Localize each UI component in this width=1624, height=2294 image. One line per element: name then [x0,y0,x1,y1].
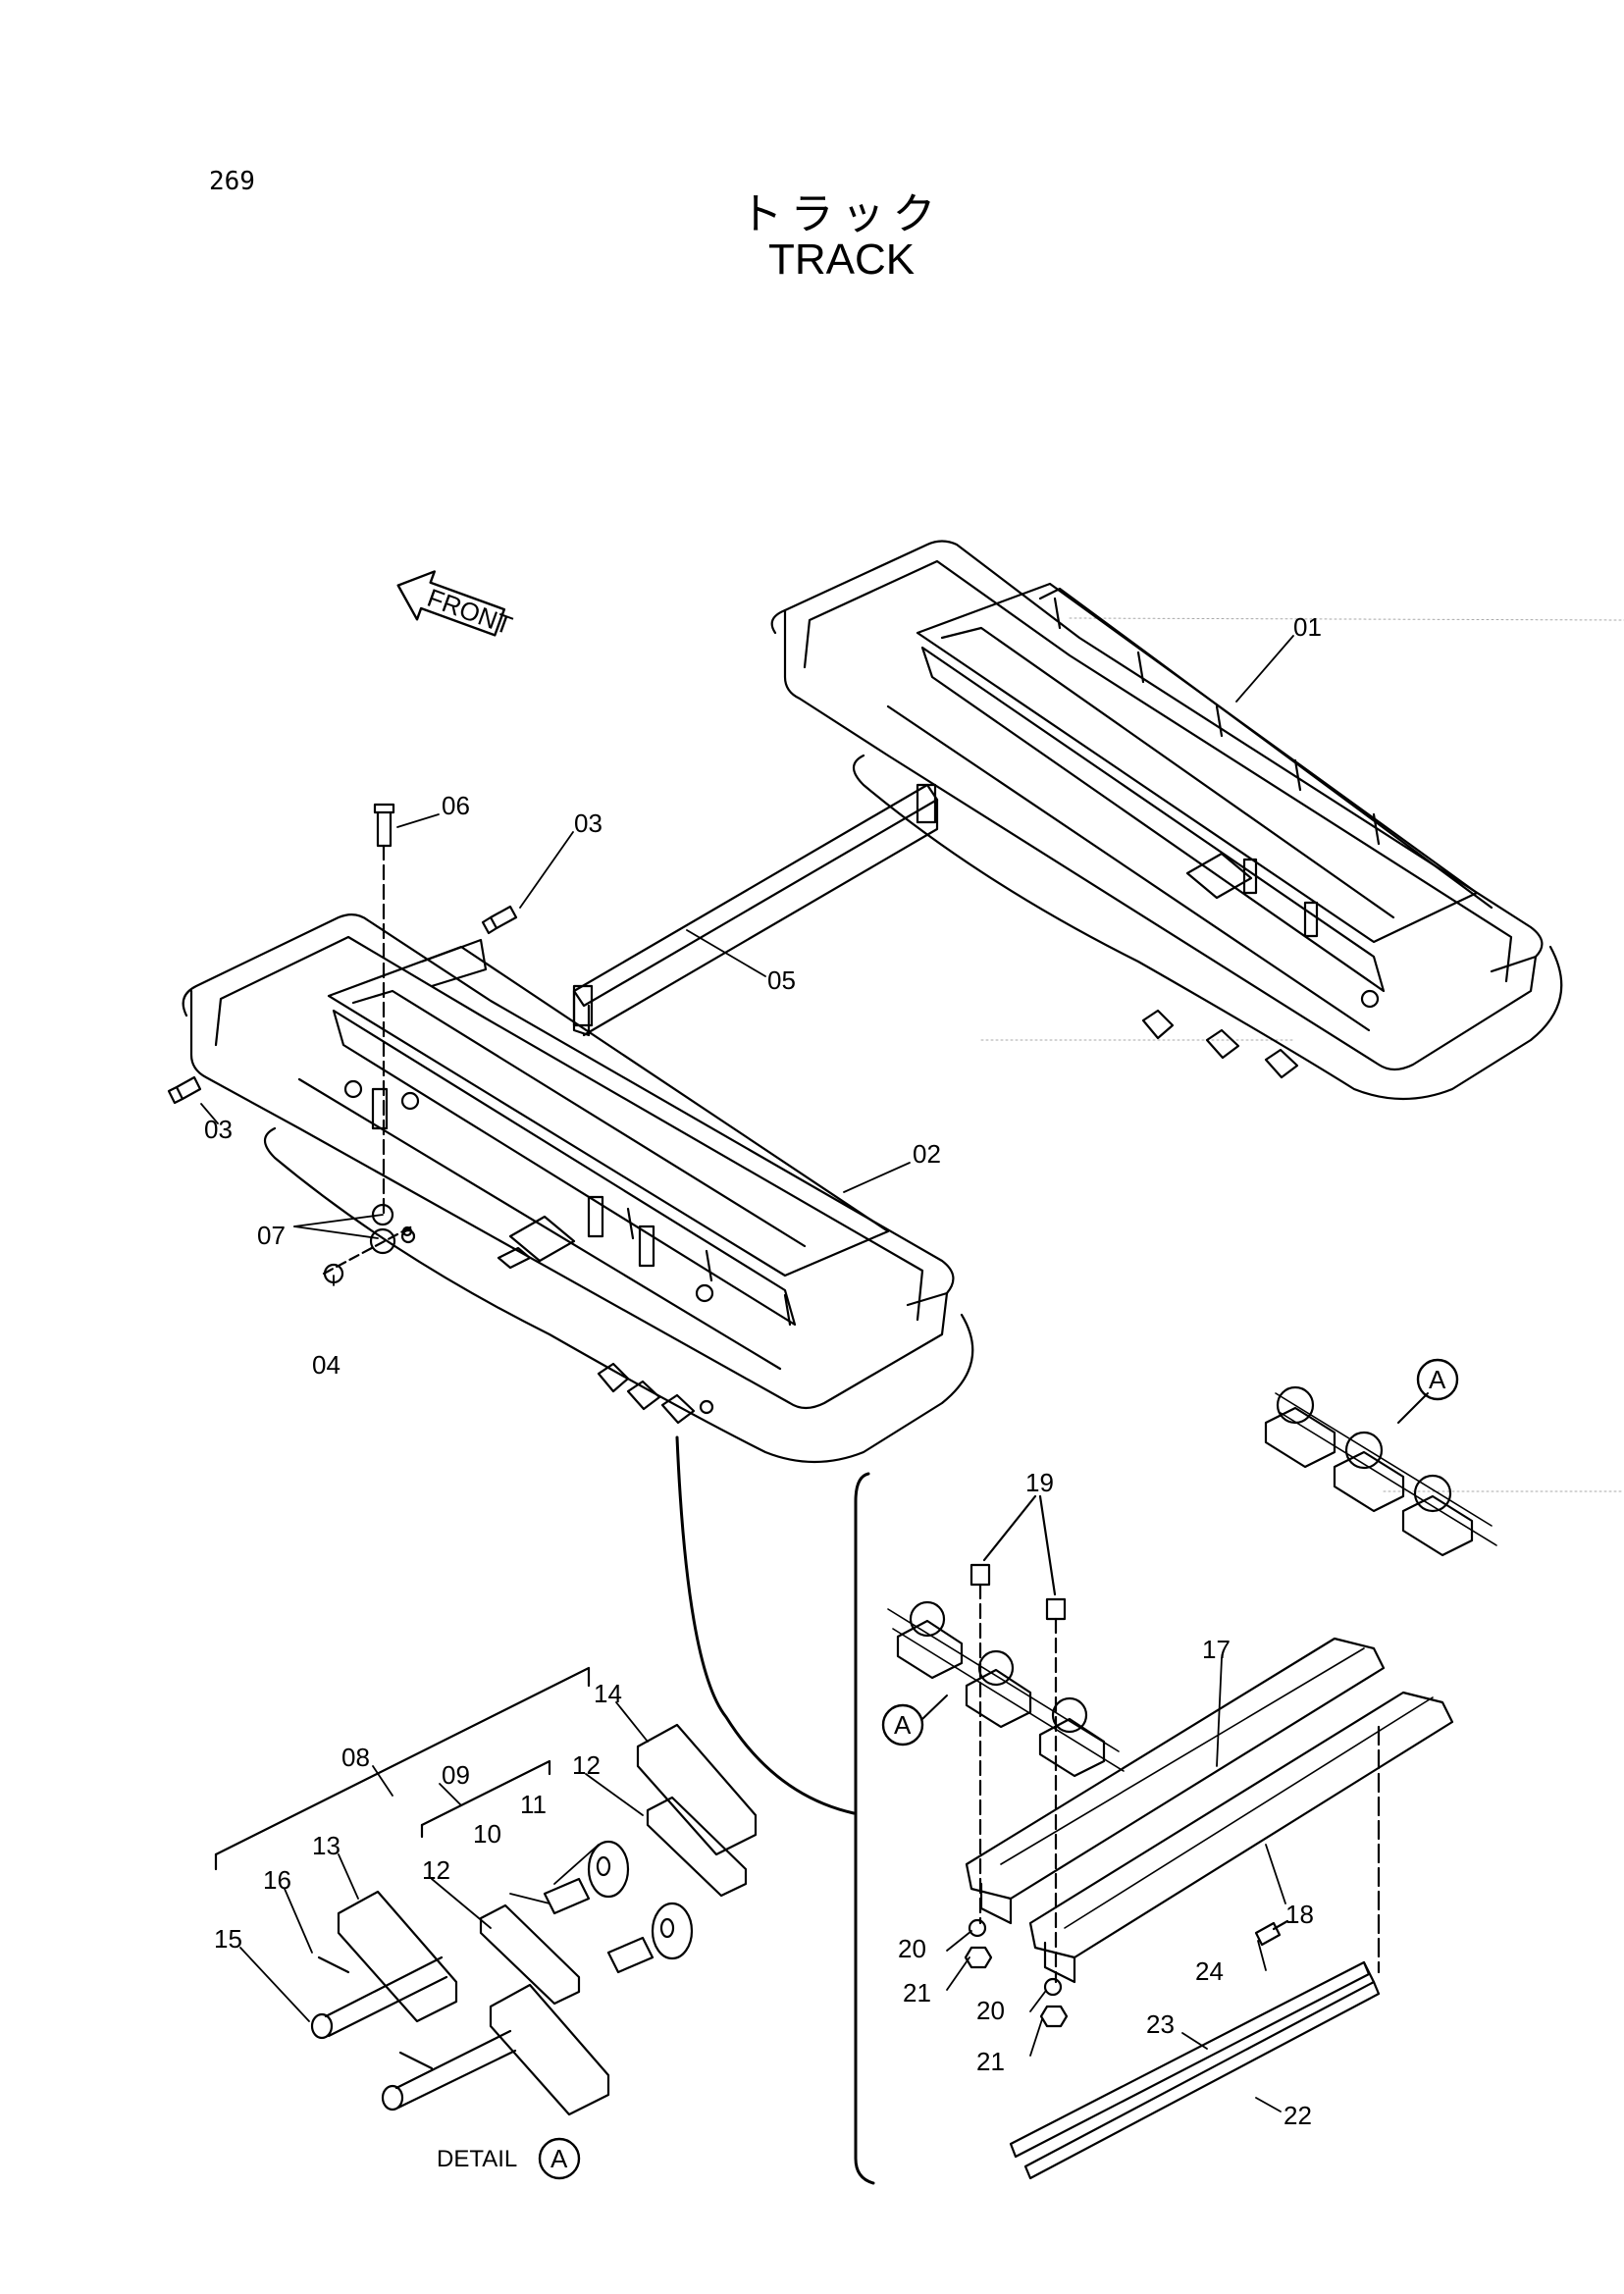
callout-14: 14 [594,1679,622,1708]
detail-a-exploded-view [214,1666,758,2116]
callout-10: 10 [473,1819,501,1849]
callout-17: 17 [1202,1635,1231,1664]
leader-lines [200,635,1294,2112]
part-callouts: 01 02 03 03 04 05 06 07 08 09 10 11 12 1… [204,612,1322,2130]
callout-03-top: 03 [574,808,602,838]
front-arrow-label: FRONT [424,583,517,641]
callout-04: 04 [312,1350,341,1380]
detail-leader-curve [675,1435,856,1815]
fasteners [167,803,518,1284]
callout-02: 02 [913,1139,941,1169]
detail-marker-top: A [1429,1365,1446,1394]
detail-marker-left: A [894,1710,912,1740]
callout-05: 05 [767,965,796,995]
callout-15: 15 [214,1924,242,1954]
page-title: TRACK [767,235,916,284]
scan-guide-lines [980,617,1624,1492]
callout-08: 08 [341,1743,370,1772]
cross-member [572,783,939,1037]
detail-caption-label: DETAIL [437,2146,517,2172]
track-frame-right [770,540,1563,1101]
callout-19: 19 [1025,1468,1054,1497]
callout-21-left: 21 [903,1978,931,2007]
detail-caption-marker: A [550,2144,568,2173]
callout-07: 07 [257,1221,286,1250]
callout-22: 22 [1283,2101,1312,2130]
callout-01: 01 [1293,612,1322,642]
callout-24: 24 [1195,1956,1224,1986]
callout-13: 13 [312,1831,341,1860]
callout-12-top: 12 [572,1750,601,1780]
page-title-japanese: トラック [739,189,944,239]
detail-assembly: A [854,1472,1454,2185]
detail-caption: DETAIL [437,2146,517,2172]
callout-16: 16 [263,1865,291,1895]
callout-11: 11 [520,1790,547,1819]
callout-20-right: 20 [976,1996,1005,2025]
track-frame-left [182,913,974,1464]
callout-20-left: 20 [898,1934,926,1963]
callout-21-right: 21 [976,2047,1005,2076]
front-arrow-icon: FRONT [396,570,517,641]
callout-03-left: 03 [204,1115,233,1144]
callout-09: 09 [442,1760,470,1790]
page-number: 269 [209,167,255,196]
roller-assembly-top: A [1264,1358,1497,1557]
callout-23: 23 [1146,2009,1175,2039]
callout-06: 06 [442,791,470,820]
callout-12-bottom: 12 [422,1855,450,1885]
callout-18: 18 [1285,1900,1314,1929]
